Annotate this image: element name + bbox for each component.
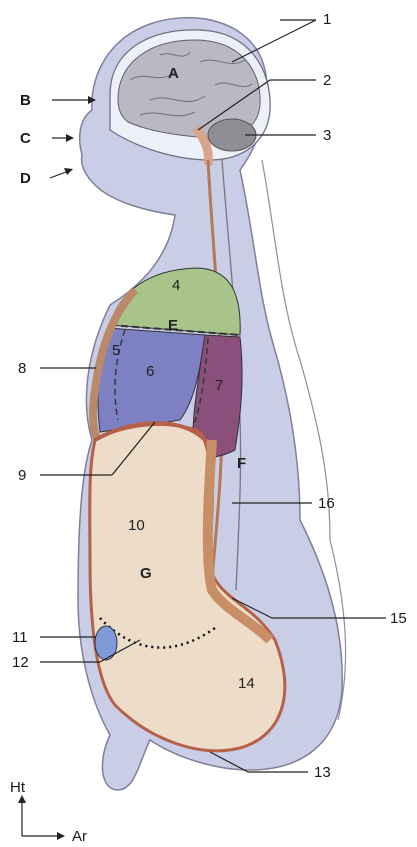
axis-label-vertical: Ht bbox=[10, 779, 26, 796]
region-label-14: 14 bbox=[238, 675, 255, 692]
region-label-4: 4 bbox=[172, 277, 180, 294]
orientation-axes bbox=[18, 795, 65, 840]
label-1: 1 bbox=[323, 11, 331, 28]
arrow-D bbox=[50, 168, 73, 178]
label-2: 2 bbox=[323, 72, 331, 89]
arrow-B bbox=[52, 96, 96, 104]
arrow-C bbox=[52, 134, 74, 142]
label-C: C bbox=[20, 130, 31, 147]
label-8: 8 bbox=[18, 360, 26, 377]
region-label-A: A bbox=[168, 65, 179, 82]
label-13: 13 bbox=[314, 764, 331, 781]
region-label-G: G bbox=[140, 565, 152, 582]
region-label-F: F bbox=[237, 455, 246, 472]
label-B: B bbox=[20, 92, 31, 109]
region-label-10: 10 bbox=[128, 517, 145, 534]
region-label-E: E bbox=[168, 317, 178, 334]
label-16: 16 bbox=[318, 495, 335, 512]
axis-label-horizontal: Ar bbox=[72, 828, 87, 845]
region-label-5: 5 bbox=[112, 342, 120, 359]
label-3: 3 bbox=[323, 127, 331, 144]
label-11: 11 bbox=[12, 629, 28, 646]
region-label-7: 7 bbox=[215, 377, 223, 394]
label-9: 9 bbox=[18, 467, 26, 484]
label-12: 12 bbox=[12, 654, 29, 671]
label-15: 15 bbox=[390, 610, 407, 627]
region-label-6: 6 bbox=[146, 363, 154, 380]
label-D: D bbox=[20, 170, 31, 187]
